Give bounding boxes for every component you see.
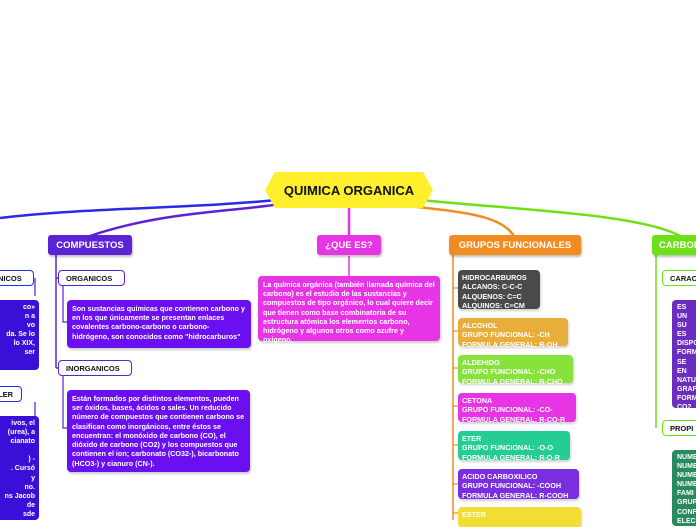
node-left-cut-1[interactable]: NICOS bbox=[0, 270, 34, 286]
node-alcohol[interactable]: ALCOHOL GRUPO FUNCIONAL: -CH FORMULA GEN… bbox=[458, 318, 568, 349]
node-inorganicos[interactable]: INORGANICOS bbox=[58, 360, 132, 376]
node-left-cut-2-text[interactable]: ivos, el (urea), a cianato ) - . Cursó y… bbox=[0, 416, 39, 520]
node-propiedades[interactable]: PROPI bbox=[662, 420, 696, 436]
node-organicos[interactable]: ORGANICOS bbox=[58, 270, 125, 286]
node-caracteristicas-text[interactable]: ES UN SU ES DISPO FORM SE EN NATU GRAF F… bbox=[672, 300, 696, 408]
node-eter[interactable]: ETER GRUPO FUNCIONAL: -O-O FORMULA GENER… bbox=[458, 431, 570, 462]
node-que-es-description[interactable]: La química orgánica (también llamada quí… bbox=[258, 276, 440, 344]
branch-que-es[interactable]: ¿QUE ES? bbox=[317, 235, 381, 255]
node-aldehido[interactable]: ALDEHIDO GRUPO FUNCIONAL: -CHO FORMULA G… bbox=[458, 355, 573, 386]
node-left-cut-2[interactable]: LER bbox=[0, 386, 22, 402]
node-organicos-description[interactable]: Son sustancias químicas que contienen ca… bbox=[67, 300, 251, 348]
node-acido-carboxilico[interactable]: ACIDO CARBOXILICO GRUPO FUNCIONAL: -COOH… bbox=[458, 469, 579, 500]
node-caracteristicas[interactable]: CARAC bbox=[662, 270, 696, 286]
root-topic[interactable]: QUIMICA ORGANICA bbox=[265, 172, 433, 208]
node-hidrocarburos[interactable]: HIDROCARBUROS ALCANOS: C-C-C ALQUENOS: C… bbox=[458, 270, 540, 310]
branch-compuestos[interactable]: COMPUESTOS bbox=[48, 235, 132, 255]
node-inorganicos-description[interactable]: Están formados por distintos elementos, … bbox=[67, 390, 250, 472]
node-propiedades-text[interactable]: NUME NUME NUME NUME FAMI GRUP CONF ELEC bbox=[672, 450, 696, 526]
node-ester[interactable]: ESTER bbox=[458, 507, 581, 527]
branch-carbono[interactable]: CARBON bbox=[652, 235, 696, 255]
branch-grupos-funcionales[interactable]: GRUPOS FUNCIONALES bbox=[449, 235, 581, 255]
node-cetona[interactable]: CETONA GRUPO FUNCIONAL: -CO- FORMULA GEN… bbox=[458, 393, 576, 424]
node-left-cut-1-text[interactable]: co» n a vo da. Se lo lo XIX, ser bbox=[0, 300, 39, 370]
